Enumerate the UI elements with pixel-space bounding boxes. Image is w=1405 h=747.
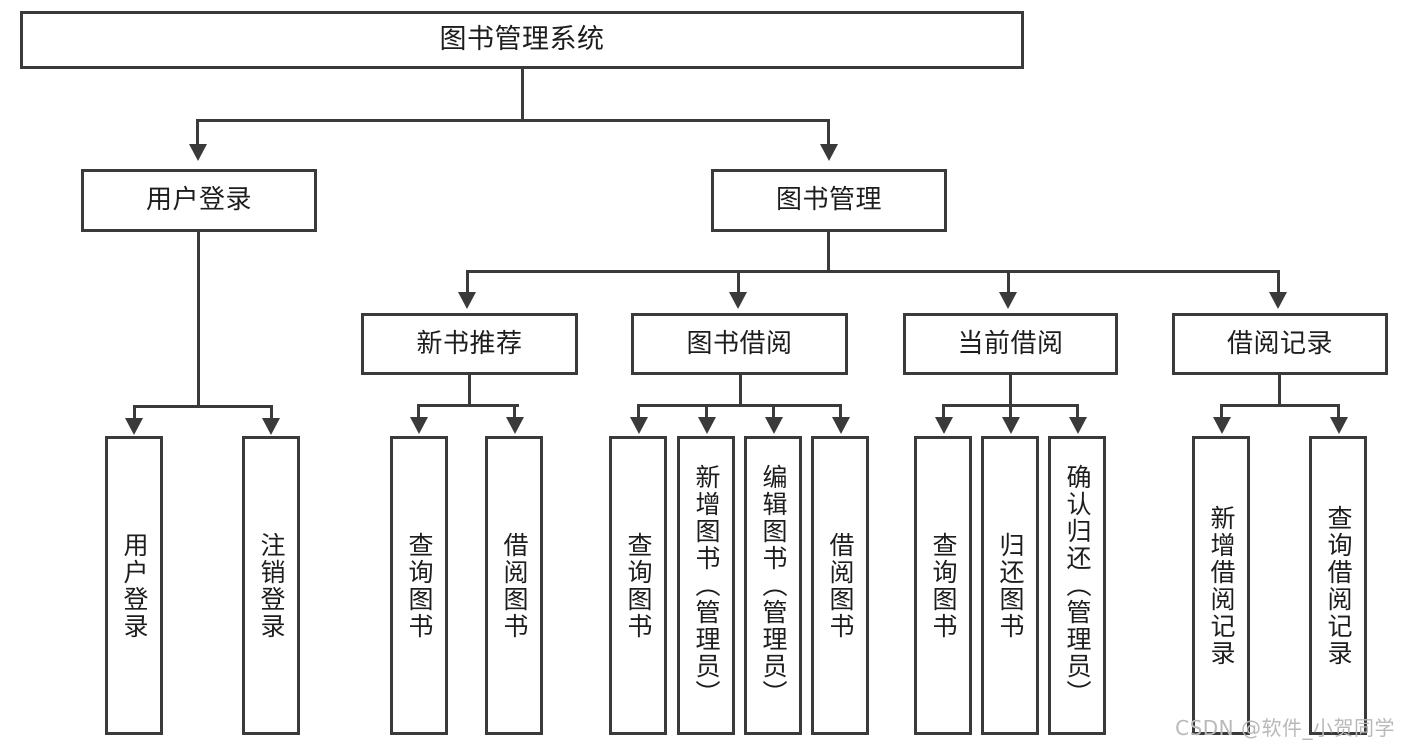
csdn-watermark: CSDN @软件_小贺同学 <box>1175 716 1395 740</box>
connector-nbr-drop-2 <box>513 404 516 418</box>
connector-nbr-drop-1 <box>417 404 420 418</box>
node-user-login[interactable]: 用户登录 <box>81 169 317 232</box>
connector-br-drop-1 <box>1220 404 1223 418</box>
node-label: 图书管理 <box>775 185 882 216</box>
node-label: 新增图书（管理员） <box>692 464 721 707</box>
node-label: 查询图书 <box>624 531 653 640</box>
node-label: 当前借阅 <box>957 328 1064 359</box>
connector-nbr-stem <box>468 375 471 406</box>
leaf-nbr-borrow-book[interactable]: 借阅图书 <box>485 436 543 735</box>
arrow-nbr-leaf-1 <box>410 417 428 434</box>
arrow-user-login-leaf-2 <box>262 418 280 435</box>
leaf-br-query-record[interactable]: 查询借阅记录 <box>1309 436 1367 735</box>
node-label: 查询借阅记录 <box>1324 504 1353 667</box>
connector-user-login-stem <box>197 232 200 407</box>
arrow-bb-leaf-2 <box>698 417 716 434</box>
leaf-user-login-logout[interactable]: 注销登录 <box>242 436 300 735</box>
node-label: 用户登录 <box>145 185 252 216</box>
connector-root-bus <box>196 119 830 122</box>
connector-user-login-bus <box>133 405 273 408</box>
node-label: 借阅图书 <box>500 531 529 640</box>
connector-user-login-drop-2 <box>270 405 273 419</box>
connector-bb-drop-4 <box>839 404 842 418</box>
connector-root-to-user-login <box>196 119 199 145</box>
leaf-cb-confirm-return-admin[interactable]: 确认归还（管理员） <box>1048 436 1106 735</box>
connector-bm-drop-2 <box>737 270 740 294</box>
node-book-borrow[interactable]: 图书借阅 <box>631 313 848 375</box>
node-label: 图书管理系统 <box>439 24 605 56</box>
node-root-book-management-system[interactable]: 图书管理系统 <box>20 11 1024 69</box>
leaf-cb-return-book[interactable]: 归还图书 <box>981 436 1039 735</box>
node-label: 新增借阅记录 <box>1207 504 1236 667</box>
connector-bb-drop-1 <box>637 404 640 418</box>
connector-bb-stem <box>739 375 742 406</box>
arrow-cb-leaf-3 <box>1069 417 1087 434</box>
arrow-bb-leaf-4 <box>832 417 850 434</box>
node-book-management[interactable]: 图书管理 <box>711 169 947 232</box>
arrow-bb-leaf-3 <box>765 417 783 434</box>
node-label: 查询图书 <box>405 531 434 640</box>
arrow-nbr-leaf-2 <box>506 417 524 434</box>
arrow-bm-to-current-borrow <box>999 292 1017 309</box>
node-label: 注销登录 <box>257 531 286 640</box>
node-label: 归还图书 <box>996 531 1025 640</box>
arrow-br-leaf-2 <box>1330 417 1348 434</box>
arrow-bm-to-book-borrow <box>729 292 747 309</box>
connector-bb-drop-2 <box>705 404 708 418</box>
connector-cb-drop-2 <box>1009 404 1012 418</box>
leaf-user-login-login[interactable]: 用户登录 <box>105 436 163 735</box>
connector-user-login-drop-1 <box>133 405 136 419</box>
node-label: 借阅记录 <box>1226 328 1333 359</box>
connector-cb-drop-3 <box>1076 404 1079 418</box>
node-borrow-record[interactable]: 借阅记录 <box>1172 313 1388 375</box>
leaf-bb-borrow-book[interactable]: 借阅图书 <box>811 436 869 735</box>
node-label: 查询图书 <box>929 531 958 640</box>
connector-nbr-bus <box>417 404 519 407</box>
connector-br-drop-2 <box>1337 404 1340 418</box>
node-current-borrow[interactable]: 当前借阅 <box>903 313 1118 375</box>
connector-br-bus <box>1220 404 1338 407</box>
connector-cb-drop-1 <box>942 404 945 418</box>
node-label: 新书推荐 <box>416 328 523 359</box>
node-label: 图书借阅 <box>686 328 793 359</box>
arrow-root-to-book-management <box>820 144 838 161</box>
connector-bb-bus <box>637 404 841 407</box>
node-label: 编辑图书（管理员） <box>759 464 788 707</box>
arrow-br-leaf-1 <box>1213 417 1231 434</box>
connector-bm-drop-4 <box>1277 270 1280 294</box>
node-label: 借阅图书 <box>826 531 855 640</box>
arrow-cb-leaf-1 <box>935 417 953 434</box>
leaf-bb-add-book-admin[interactable]: 新增图书（管理员） <box>677 436 735 735</box>
connector-bm-drop-1 <box>466 270 469 294</box>
leaf-bb-query-book[interactable]: 查询图书 <box>609 436 667 735</box>
arrow-root-to-user-login <box>189 144 207 161</box>
node-label: 确认归还（管理员） <box>1063 464 1092 707</box>
leaf-br-add-record[interactable]: 新增借阅记录 <box>1192 436 1250 735</box>
connector-root-to-book-management <box>827 119 830 145</box>
arrow-user-login-leaf-1 <box>125 418 143 435</box>
leaf-bb-edit-book-admin[interactable]: 编辑图书（管理员） <box>744 436 802 735</box>
arrow-bm-to-new-book-recommend <box>458 292 476 309</box>
connector-bm-drop-3 <box>1007 270 1010 294</box>
connector-root-stem <box>521 69 524 121</box>
leaf-nbr-query-book[interactable]: 查询图书 <box>390 436 448 735</box>
connector-bb-drop-3 <box>772 404 775 418</box>
node-label: 用户登录 <box>120 531 149 640</box>
leaf-cb-query-book[interactable]: 查询图书 <box>914 436 972 735</box>
node-new-book-recommend[interactable]: 新书推荐 <box>361 313 578 375</box>
connector-br-stem <box>1278 375 1281 406</box>
connector-book-management-stem <box>827 232 830 272</box>
connector-cb-stem <box>1009 375 1012 406</box>
arrow-bm-to-borrow-record <box>1269 292 1287 309</box>
arrow-bb-leaf-1 <box>630 417 648 434</box>
arrow-cb-leaf-2 <box>1002 417 1020 434</box>
connector-book-management-bus <box>466 270 1278 273</box>
